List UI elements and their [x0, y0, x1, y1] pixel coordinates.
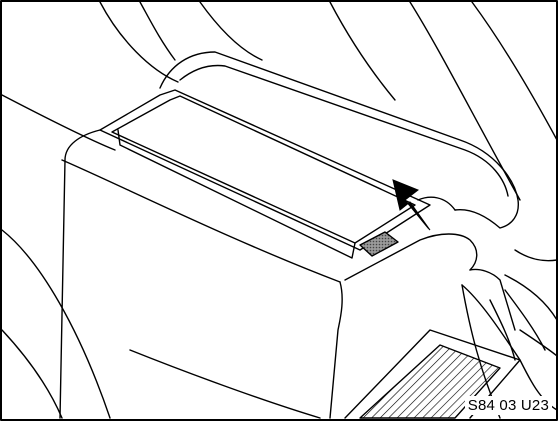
shifter-boot-fold [489, 299, 516, 361]
pointer-arrow [392, 179, 431, 231]
storage-tray-inner [111, 95, 416, 244]
storage-tray-rim [99, 89, 431, 251]
seat-line [504, 274, 558, 321]
armrest-lid-edge [179, 64, 509, 197]
seat-line [471, 1, 558, 141]
lid-release-button [359, 231, 399, 257]
seat-line [514, 249, 558, 262]
seat-line [519, 329, 558, 357]
console-left-side [59, 129, 101, 419]
console-front-edge [329, 281, 343, 419]
armrest-lid-outline [159, 51, 519, 229]
console-lower-curve [129, 349, 321, 419]
console-upper-edge [61, 159, 341, 283]
lower-trim-panel [344, 329, 521, 419]
shifter-boot-fold [504, 289, 546, 351]
storage-tray-wall [117, 129, 356, 259]
armrest-lid-edge [417, 196, 456, 211]
seat-line [329, 1, 396, 101]
console-top-rear [344, 233, 478, 281]
figure-code-label: S84 03 U23 [464, 396, 552, 415]
seat-line [1, 94, 116, 151]
seat-line [199, 1, 263, 61]
seat-line [1, 229, 111, 419]
console-rear-edge [469, 268, 516, 331]
seat-line [99, 1, 179, 83]
seat-line [1, 329, 63, 419]
seat-line [139, 1, 176, 61]
